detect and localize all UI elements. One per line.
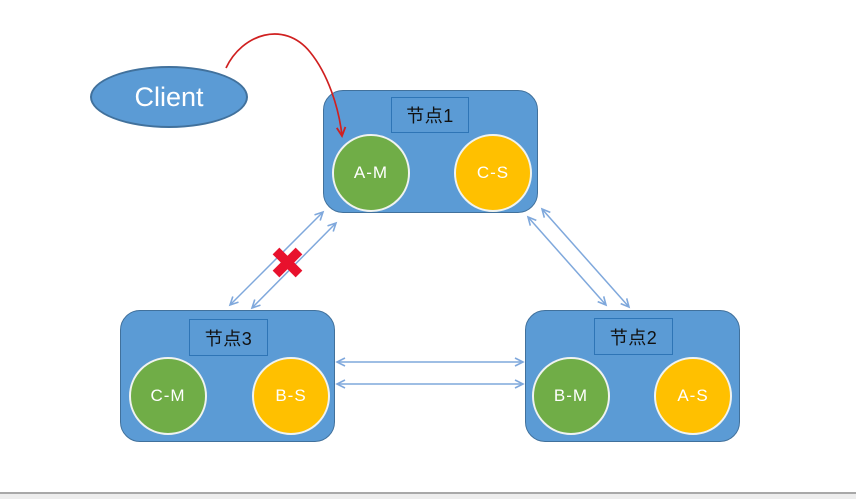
node-3-title: 节点3 [189, 319, 268, 356]
shard-b-master: B-M [532, 357, 610, 435]
window-bottom-band [0, 494, 856, 499]
link-node1-node2-a [526, 215, 608, 307]
node-1: 节点1 A-M C-S [323, 90, 538, 213]
node-2-title: 节点2 [594, 318, 673, 355]
client-ellipse: Client [90, 66, 248, 128]
link-node1-node3-b [250, 221, 338, 310]
shard-a-master: A-M [332, 134, 410, 212]
link-node1-node2-b [540, 207, 631, 309]
node-1-title: 节点1 [391, 97, 469, 133]
link-node1-node3-a [228, 210, 325, 307]
shard-c-master: C-M [129, 357, 207, 435]
window-bottom-divider [0, 492, 856, 494]
shard-b-slave: B-S [252, 357, 330, 435]
shard-a-slave: A-S [654, 357, 732, 435]
node-2: 节点2 B-M A-S [525, 310, 740, 442]
broken-connection-x-icon [272, 247, 303, 278]
shard-c-slave: C-S [454, 134, 532, 212]
node-3: 节点3 C-M B-S [120, 310, 335, 442]
